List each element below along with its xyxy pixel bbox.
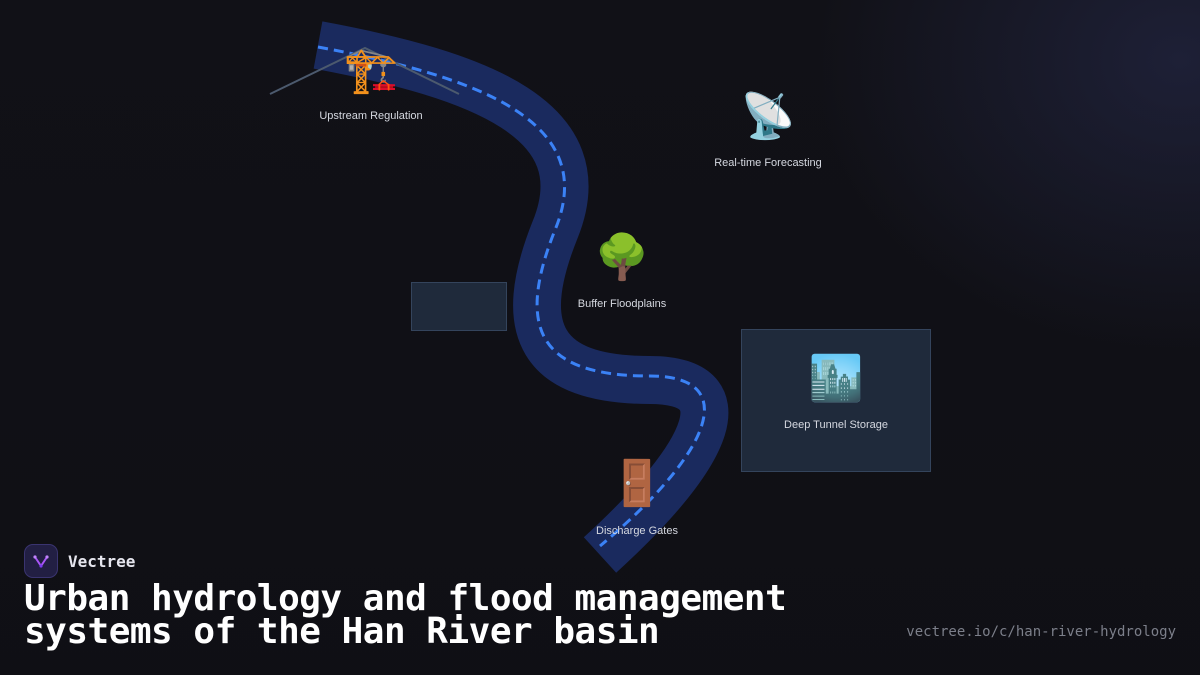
- node-real-time-forecasting: 📡 Real-time Forecasting: [714, 91, 822, 170]
- river-flow-line: [317, 45, 706, 548]
- brand: Vectree: [24, 544, 135, 578]
- node-discharge-gates: 🚪 Discharge Gates: [596, 458, 678, 538]
- brand-name: Vectree: [68, 551, 136, 571]
- deciduous-tree-icon: 🌳: [594, 232, 650, 283]
- cityscape-icon: 🏙️: [808, 353, 864, 404]
- door-icon: 🚪: [609, 458, 665, 509]
- upstream-dam-roof: [269, 46, 460, 95]
- node-label: Upstream Regulation: [319, 110, 423, 122]
- node-label: Real-time Forecasting: [714, 157, 822, 169]
- node-upstream-regulation: 🏗️ Upstream Regulation: [319, 45, 423, 123]
- page-title: Urban hydrology and flood management sys…: [24, 578, 787, 652]
- deep-tunnel-box: [741, 329, 931, 472]
- vectree-logo-icon: [24, 544, 58, 578]
- source-url: vectree.io/c/han-river-hydrology: [906, 624, 1176, 640]
- node-label: Buffer Floodplains: [577, 298, 667, 310]
- node-label: Discharge Gates: [596, 525, 678, 537]
- floodplain-marker-box: [411, 282, 507, 331]
- construction-crane-icon: 🏗️: [343, 45, 399, 96]
- node-deep-tunnel-storage: 🏙️ Deep Tunnel Storage: [784, 353, 888, 432]
- node-label: Deep Tunnel Storage: [784, 419, 888, 431]
- satellite-antenna-icon: 📡: [740, 91, 796, 142]
- node-buffer-floodplains: 🌳 Buffer Floodplains: [577, 232, 667, 311]
